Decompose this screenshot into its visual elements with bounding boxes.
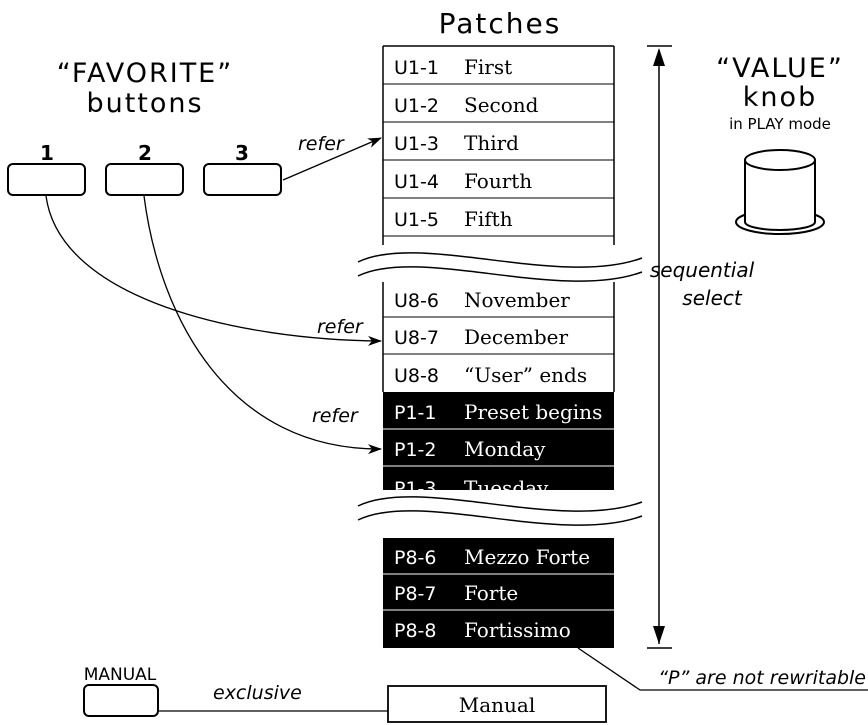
patch-code: P1-3 — [394, 478, 437, 500]
refer-label-2: refer — [312, 405, 359, 427]
patch-row-u1-5[interactable]: U1-5 Fifth — [394, 207, 513, 231]
refer-arrow-3 — [282, 137, 382, 181]
favorite-button-1-shape[interactable] — [7, 163, 86, 196]
patch-row-p8-8[interactable]: P8-8 Fortissimo — [394, 618, 571, 642]
patch-row-p1-2[interactable]: P1-2 Monday — [394, 437, 546, 461]
patch-name: Forte — [464, 581, 518, 605]
patch-name: First — [464, 55, 512, 79]
value-knob-title-line2: knob — [743, 82, 817, 113]
patch-code: U8-6 — [394, 290, 439, 312]
sequential-select-arrow — [647, 45, 672, 649]
patch-name: Fifth — [464, 207, 513, 231]
list-break-lower — [357, 496, 643, 526]
patch-name: Third — [464, 131, 519, 155]
preset-bottom-block — [383, 538, 614, 648]
patch-row-p1-3[interactable]: P1-3 Tuesday — [394, 476, 549, 500]
favorite-button-2-label: 2 — [138, 141, 152, 165]
favorite-title-line1: “FAVORITE” — [57, 58, 233, 89]
patch-code: U1-1 — [394, 57, 439, 79]
preset-top-block — [383, 392, 614, 490]
patch-code: U8-8 — [394, 365, 439, 387]
patch-code: U1-3 — [394, 133, 439, 155]
patch-row-u8-7[interactable]: U8-7 December — [394, 325, 569, 349]
patch-code: U1-2 — [394, 95, 439, 117]
favorite-button-1[interactable]: 1 — [7, 141, 86, 196]
patch-code: P8-7 — [394, 583, 437, 605]
manual-box — [387, 685, 607, 723]
patch-row-p8-6[interactable]: P8-6 Mezzo Forte — [394, 545, 590, 569]
not-rewritable-label: “P” are not rewritable — [658, 667, 866, 689]
patch-code: U1-5 — [394, 209, 439, 231]
refer-arrow-2 — [143, 195, 382, 455]
patch-code: P1-2 — [394, 439, 437, 461]
patch-name: Tuesday — [464, 476, 549, 500]
patch-name: Mezzo Forte — [464, 545, 590, 569]
value-knob-icon[interactable] — [735, 149, 825, 235]
patch-code: U8-7 — [394, 327, 439, 349]
patch-code: P1-1 — [394, 402, 437, 424]
favorite-button-3-label: 3 — [235, 141, 249, 165]
patch-name: “User” ends — [464, 363, 587, 387]
favorite-button-2[interactable]: 2 — [105, 141, 184, 196]
manual-button[interactable] — [83, 684, 159, 717]
refer-label-1: refer — [317, 316, 364, 338]
favorite-button-2-shape[interactable] — [105, 163, 184, 196]
not-rewritable-leader — [577, 647, 868, 691]
patch-code: P8-8 — [394, 620, 437, 642]
favorite-button-1-label: 1 — [40, 141, 54, 165]
patch-list-user-top — [382, 45, 615, 245]
patch-name: Monday — [464, 437, 546, 461]
patch-row-u1-1[interactable]: U1-1 First — [394, 55, 512, 79]
patch-name: November — [464, 288, 570, 312]
manual-box-label: Manual — [459, 693, 535, 717]
patch-list-user-bottom — [382, 282, 615, 392]
patch-name: December — [464, 325, 569, 349]
patches-title: Patches — [439, 7, 562, 40]
favorite-title-line2: buttons — [86, 88, 203, 119]
patch-row-p1-1[interactable]: P1-1 Preset begins — [394, 400, 602, 424]
favorite-button-3-shape[interactable] — [203, 163, 282, 196]
favorite-button-3[interactable]: 3 — [203, 141, 282, 196]
patch-row-u1-4[interactable]: U1-4 Fourth — [394, 169, 532, 193]
patch-name: Fortissimo — [464, 618, 571, 642]
sequential-label-line2: select — [682, 286, 743, 310]
value-knob-title-line1: “VALUE” — [716, 53, 844, 84]
exclusive-label: exclusive — [213, 682, 302, 704]
patch-row-u8-6[interactable]: U8-6 November — [394, 288, 570, 312]
value-knob-title-line3: in PLAY mode — [729, 115, 831, 133]
patch-name: Preset begins — [464, 400, 602, 424]
manual-button-label: MANUAL — [84, 665, 157, 685]
patch-name: Fourth — [464, 169, 532, 193]
sequential-label-line1: sequential — [650, 258, 755, 282]
patch-code: U1-4 — [394, 171, 439, 193]
refer-label-3: refer — [298, 133, 345, 155]
patch-row-u8-8[interactable]: U8-8 “User” ends — [394, 363, 587, 387]
patch-code: P8-6 — [394, 547, 437, 569]
patch-row-p8-7[interactable]: P8-7 Forte — [394, 581, 518, 605]
patch-row-u1-3[interactable]: U1-3 Third — [394, 131, 519, 155]
patch-name: Second — [464, 93, 539, 117]
refer-arrow-1 — [45, 195, 382, 346]
list-break-upper — [357, 252, 643, 282]
patch-row-u1-2[interactable]: U1-2 Second — [394, 93, 539, 117]
